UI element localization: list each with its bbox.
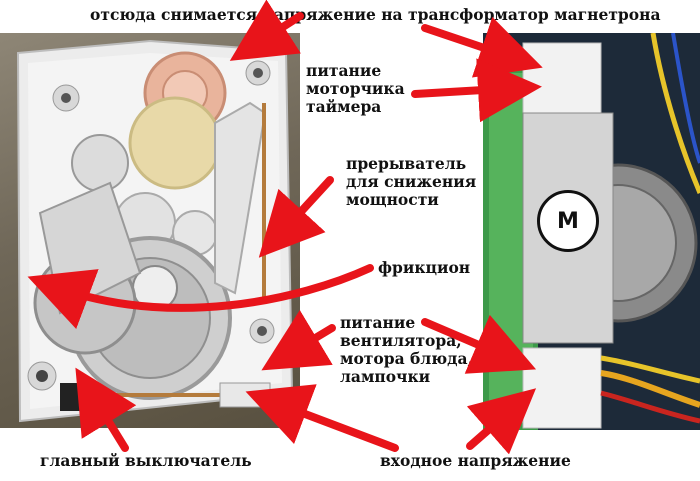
timer-mechanism-photo [0, 33, 300, 428]
label-line: мотора блюда, [340, 349, 473, 368]
label-input-voltage: входное напряжение [380, 451, 571, 470]
label-line: моторчика [306, 79, 405, 98]
label-friction: фрикцион [378, 258, 471, 277]
motor-symbol-text: M [557, 208, 579, 234]
timer-mechanism-illustration [16, 39, 294, 423]
label-line: таймера [306, 97, 382, 116]
label-line: лампочки [340, 367, 431, 386]
label-line: вентилятора, [340, 331, 462, 350]
label-power-interrupter: прерыватель для снижения мощности [346, 155, 476, 209]
motor-symbol-badge: M [537, 190, 599, 252]
label-line: мощности [346, 190, 439, 209]
label-fan-motor-lamp-power: питание вентилятора, мотора блюда, лампо… [340, 314, 473, 386]
label-main-switch: главный выключатель [40, 451, 252, 470]
label-line: прерыватель [346, 154, 467, 173]
label-transformer-voltage: отсюда снимается напряжение на трансформ… [90, 5, 661, 24]
label-line: питание [306, 61, 382, 80]
label-line: для снижения [346, 172, 477, 191]
label-timer-motor-power: питание моторчика таймера [306, 62, 405, 116]
label-line: питание [340, 313, 416, 332]
